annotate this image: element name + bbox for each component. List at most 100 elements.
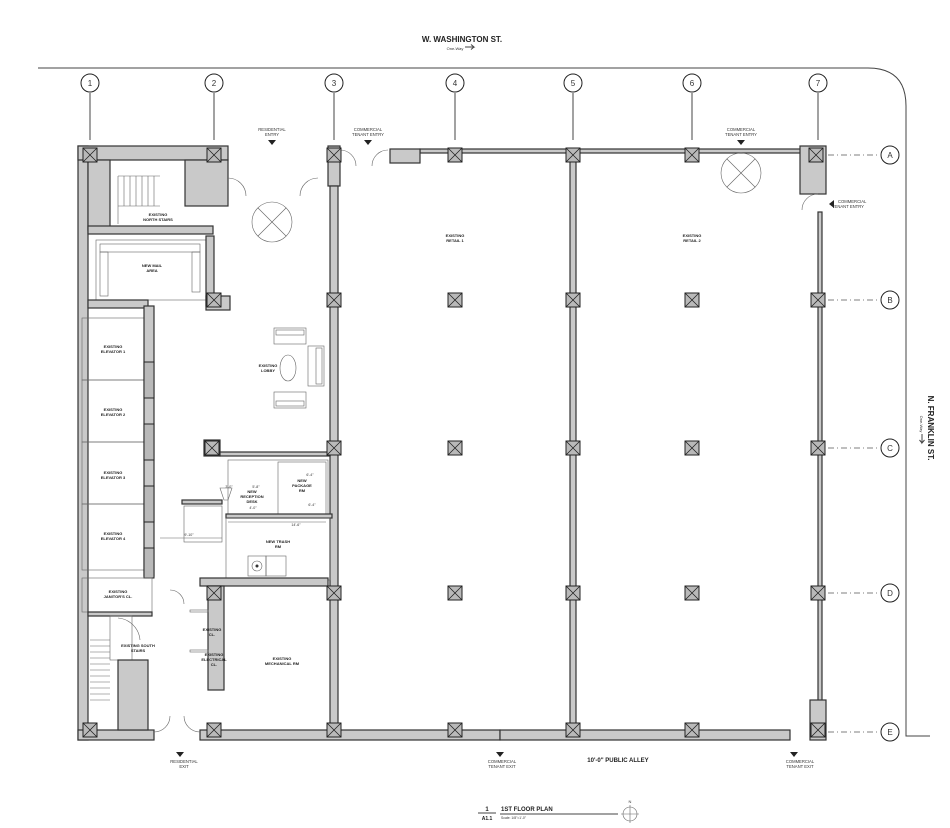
svg-text:CL.: CL. (211, 662, 217, 667)
dim-reception-b: 5'-8" (252, 485, 260, 489)
svg-text:3: 3 (332, 79, 337, 88)
svg-text:RECEPTION: RECEPTION (240, 494, 263, 499)
svg-text:Scale: 1/8"=1'-0": Scale: 1/8"=1'-0" (501, 816, 527, 820)
svg-text:ENTRY: ENTRY (265, 132, 279, 137)
oneway-arrow-right-icon (919, 434, 925, 445)
arrow-left-icon (829, 200, 834, 208)
svg-text:COMMERCIAL: COMMERCIAL (786, 759, 815, 764)
dim-package-b: 6'-4" (308, 503, 316, 507)
svg-text:N: N (629, 799, 632, 804)
svg-text:PACKAGE: PACKAGE (292, 483, 312, 488)
svg-text:EXISTING: EXISTING (446, 233, 465, 238)
svg-text:EXISTING SOUTH: EXISTING SOUTH (121, 643, 155, 648)
grid-bubble-1: 1 (80, 73, 100, 93)
svg-text:EXISTING: EXISTING (104, 407, 123, 412)
svg-text:E: E (887, 728, 892, 737)
svg-text:B: B (887, 296, 892, 305)
svg-text:NEW: NEW (247, 489, 257, 494)
svg-text:EXISTING: EXISTING (259, 363, 278, 368)
arrow-down-icon (496, 752, 504, 757)
svg-text:4: 4 (453, 79, 458, 88)
svg-text:1ST FLOOR PLAN: 1ST FLOOR PLAN (501, 807, 553, 813)
svg-text:EXIT: EXIT (179, 764, 189, 769)
svg-text:NEW MAIL: NEW MAIL (142, 263, 163, 268)
svg-text:COMMERCIAL: COMMERCIAL (354, 127, 383, 132)
svg-text:EXISTING: EXISTING (109, 589, 128, 594)
svg-text:C: C (887, 444, 893, 453)
svg-text:COMMERCIAL: COMMERCIAL (488, 759, 517, 764)
svg-text:NEW: NEW (297, 478, 307, 483)
label-residential-exit: RESIDENTIAL EXIT (170, 759, 198, 769)
curb-line (38, 67, 930, 737)
arrow-down-icon (176, 752, 184, 757)
svg-text:RETAIL 2: RETAIL 2 (683, 238, 701, 243)
dim-reception-c: 4'-0" (249, 506, 257, 510)
svg-text:JANITOR'S CL.: JANITOR'S CL. (104, 594, 133, 599)
street-label-right: N. FRANKLIN ST. (926, 396, 935, 461)
dim-corridor: 9'-10" (184, 533, 194, 537)
revolving-door-commercial (720, 152, 762, 194)
svg-text:EXISTING: EXISTING (203, 627, 222, 632)
grid-bubble-7: 7 (808, 73, 828, 93)
grid-bubble-3: 3 (324, 73, 344, 93)
label-commercial-entry-side: COMMERCIAL TENANT ENTRY (832, 199, 867, 209)
svg-text:STAIRS: STAIRS (131, 648, 146, 653)
grid-bubble-D: D (880, 583, 900, 603)
svg-text:A: A (887, 151, 893, 160)
label-commercial-exit-1: COMMERCIAL TENANT EXIT (488, 759, 517, 769)
svg-text:ELEVATOR 2: ELEVATOR 2 (101, 412, 126, 417)
svg-text:COMMERCIAL: COMMERCIAL (727, 127, 756, 132)
svg-text:2: 2 (212, 79, 217, 88)
svg-text:TENANT ENTRY: TENANT ENTRY (352, 132, 384, 137)
svg-text:NEW TRASH: NEW TRASH (266, 539, 290, 544)
svg-text:EXISTING: EXISTING (205, 652, 224, 657)
svg-text:MECHANICAL RM: MECHANICAL RM (265, 661, 300, 666)
svg-text:EXISTING: EXISTING (104, 531, 123, 536)
svg-text:RM: RM (299, 488, 306, 493)
dim-trash-width: 14'-6" (291, 523, 301, 527)
alley-label: 10'-0" PUBLIC ALLEY (587, 758, 648, 764)
revolving-door-residential (251, 201, 293, 243)
svg-text:LOBBY: LOBBY (261, 368, 275, 373)
lobby-furniture (273, 327, 325, 409)
grid-bubble-2: 2 (204, 73, 224, 93)
grid-bubble-4: 4 (445, 73, 465, 93)
svg-text:TENANT ENTRY: TENANT ENTRY (832, 204, 864, 209)
door-swings (153, 149, 819, 733)
svg-text:TENANT EXIT: TENANT EXIT (786, 764, 814, 769)
svg-text:COMMERCIAL: COMMERCIAL (838, 199, 867, 204)
label-commercial-entry-1: COMMERCIAL TENANT ENTRY (352, 127, 384, 137)
svg-text:EXISTING: EXISTING (104, 344, 123, 349)
svg-text:5: 5 (571, 79, 576, 88)
service-core (181, 439, 333, 691)
arrow-down-icon (790, 752, 798, 757)
label-commercial-entry-2: COMMERCIAL TENANT ENTRY (725, 127, 757, 137)
svg-text:EXISTING: EXISTING (273, 656, 292, 661)
svg-text:RESIDENTIAL: RESIDENTIAL (258, 127, 286, 132)
svg-text:A1.1: A1.1 (482, 816, 493, 822)
grid-lines (89, 93, 880, 733)
svg-text:1: 1 (485, 807, 489, 813)
svg-text:RESIDENTIAL: RESIDENTIAL (170, 759, 198, 764)
oneway-label-right: One-Way (919, 416, 924, 433)
svg-text:DESK: DESK (246, 499, 257, 504)
oneway-arrow-icon (465, 44, 476, 50)
grid-bubble-5: 5 (563, 73, 583, 93)
svg-text:6: 6 (690, 79, 695, 88)
svg-text:EXISTING: EXISTING (683, 233, 702, 238)
svg-text:1: 1 (88, 79, 93, 88)
elevator-bank (81, 305, 155, 579)
